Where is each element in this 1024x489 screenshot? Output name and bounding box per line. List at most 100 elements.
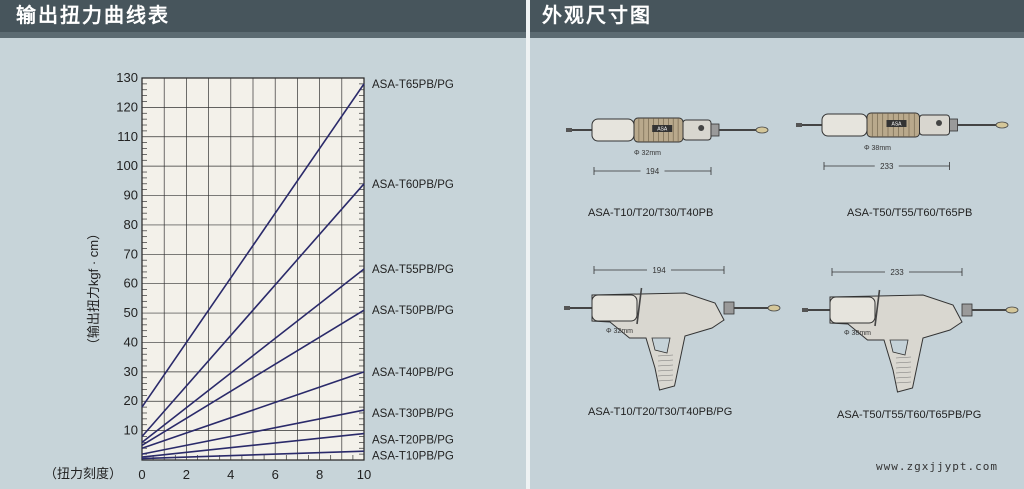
bit-tip-right (995, 121, 1009, 129)
tool-drawing-2: ASA Φ 38mm 233 (796, 112, 1009, 172)
tool-caption-1: ASA-T10/T20/T30/T40PB (588, 207, 714, 219)
cable-connector (723, 301, 735, 315)
brand-badge (652, 125, 673, 132)
y-tick-label: 70 (124, 246, 138, 261)
y-tick-label: 90 (124, 188, 138, 203)
bit-tip-right (755, 126, 769, 134)
brand-badge-text: ASA (891, 122, 902, 128)
y-tick-label: 120 (116, 99, 138, 114)
switch-icon (698, 125, 705, 131)
length-dimension-label-bg (874, 160, 899, 172)
series-label: ASA-T55PB/PG (372, 264, 454, 276)
tool-drawing-3: 194 Φ 32mm (564, 264, 781, 391)
tool-tail (919, 114, 950, 136)
bit-tip-left (796, 123, 802, 127)
diameter-label: Φ 32mm (606, 328, 633, 335)
series-label: ASA-T60PB/PG (372, 179, 454, 191)
length-dimension-label: 194 (646, 167, 660, 176)
x-tick-label: 2 (183, 467, 190, 482)
x-tick-label: 4 (227, 467, 234, 482)
tool-caption-4: ASA-T50/T55/T60/T65PB/PG (837, 409, 982, 421)
diameter-label: Φ 38mm (864, 145, 891, 152)
grip-ridge (895, 356, 912, 359)
y-tick-label: 130 (116, 70, 138, 85)
grip-ridge (657, 354, 674, 357)
x-tick-label: 0 (138, 467, 145, 482)
cable-connector (710, 123, 720, 137)
torque-chart-panel: 输出扭力曲线表 10 20 30 40 50 60 70 80 90 100 110 120 130 0 2… (0, 0, 526, 482)
cable-connector (961, 303, 973, 317)
tool-nose (591, 118, 635, 142)
x-tick-label: 10 (357, 467, 371, 482)
tool-drawing-1: ASA Φ 32mm 194 (566, 117, 769, 177)
y-axis-label: （输出扭力kgf · cm） (86, 227, 101, 351)
y-tick-label: 20 (124, 393, 138, 408)
grip-ridge (657, 369, 674, 372)
trigger-opening (651, 337, 671, 354)
tool-caption-3: ASA-T10/T20/T30/T40PB/PG (588, 406, 733, 418)
grip-ridge (657, 379, 674, 382)
grip-ridge (895, 376, 912, 379)
y-tick-label: 80 (124, 217, 138, 232)
y-tick-label: 40 (124, 334, 138, 349)
tool-caption-2: ASA-T50/T55/T60/T65PB (847, 207, 973, 219)
x-tick-label: 6 (272, 467, 279, 482)
brand-badge-text: ASA (657, 127, 668, 133)
bit-tip-left (566, 128, 572, 132)
tool-nose (829, 296, 876, 324)
forward-reverse-lever (636, 287, 643, 325)
y-tick-label: 110 (117, 129, 138, 144)
series-label: ASA-T30PB/PG (372, 408, 454, 420)
y-tick-label: 50 (124, 305, 138, 320)
series-line-ASA-T30PB/PG (141, 409, 365, 455)
series-label: ASA-T50PB/PG (372, 305, 454, 317)
tool-tail (682, 119, 712, 141)
grip-ridge (657, 359, 674, 362)
diameter-label: Φ 32mm (634, 150, 661, 157)
bit-tip-right (1005, 306, 1019, 314)
length-dimension-label: 194 (652, 266, 666, 275)
bit-tip-left (802, 308, 808, 312)
grip-ridge (657, 364, 674, 367)
panel-divider (526, 0, 530, 489)
y-tick-label: 60 (124, 276, 138, 291)
series-label: ASA-T10PB/PG (372, 451, 454, 463)
length-dimension-label: 233 (880, 162, 894, 171)
cable-connector (949, 118, 958, 132)
y-tick-label: 30 (124, 364, 138, 379)
switch-icon (936, 120, 942, 126)
y-tick-label: 100 (116, 158, 138, 173)
series-line-ASA-T20PB/PG (141, 432, 365, 458)
trigger-opening (889, 339, 909, 356)
length-dimension-label-bg (885, 266, 909, 278)
tool-nose (591, 294, 638, 322)
x-tick-label: 8 (316, 467, 323, 482)
tool-drawings: ASA Φ 32mm 194 ASA Φ 38mm 233 194 Φ 32mm 233 Φ 38… (564, 112, 1019, 393)
grip-ridge (657, 374, 674, 377)
watermark-url: www.zgxjjypt.com (876, 460, 998, 473)
series-label: ASA-T40PB/PG (372, 367, 454, 379)
series-label: ASA-T20PB/PG (372, 434, 454, 446)
dimension-panel-title: 外观尺寸图 (530, 0, 1024, 32)
series-label: ASA-T65PB/PG (372, 79, 454, 91)
dimension-panel: 外观尺寸图 ASA Φ 32mm 194 ASA Φ 38mm 233 194 Φ 32mm 2… (530, 0, 1024, 489)
tool-nose (821, 113, 868, 137)
series-line-ASA-T65PB/PG (141, 83, 365, 408)
chart-panel-subbar (0, 32, 526, 38)
bit-tip-right (767, 304, 781, 312)
length-dimension-label: 233 (890, 268, 904, 277)
grip-ridge (895, 366, 912, 369)
diameter-label: Φ 38mm (844, 330, 871, 337)
dimension-panel-subbar (530, 32, 1024, 38)
series-line-ASA-T55PB/PG (141, 268, 365, 443)
grip-ridge (895, 381, 912, 384)
length-dimension-label-bg (647, 264, 671, 276)
series-line-ASA-T10PB/PG (141, 450, 365, 460)
chart-panel-title: 输出扭力曲线表 (0, 0, 526, 32)
tool-drawing-4: 233 Φ 38mm (802, 266, 1019, 393)
grip-ridge (895, 361, 912, 364)
bit-tip-left (564, 306, 570, 310)
length-dimension-label-bg (640, 165, 665, 177)
x-axis-label: （扭力刻度） (44, 466, 122, 481)
